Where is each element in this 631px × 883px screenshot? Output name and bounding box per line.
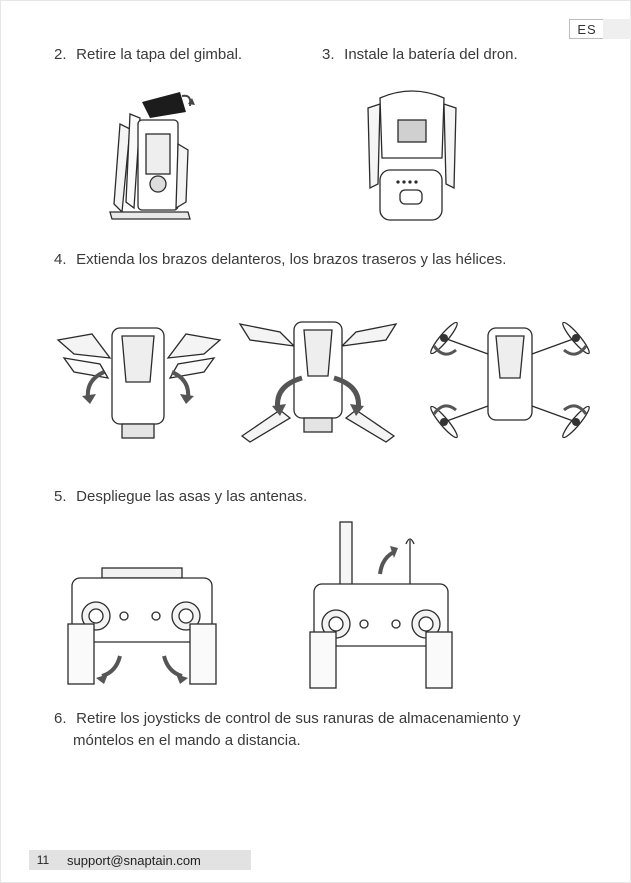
drone-propellers-illustration bbox=[420, 294, 600, 470]
step-number: 4. bbox=[54, 249, 72, 271]
step-2: 2. Retire la tapa del gimbal. bbox=[54, 44, 242, 66]
folded-drone-gimbal-illustration bbox=[100, 84, 200, 224]
step-text-continued: móntelos en el mando a distancia. bbox=[54, 730, 521, 752]
language-tab: ES bbox=[569, 19, 604, 39]
language-tab-bar bbox=[603, 19, 631, 39]
battery-install-illustration bbox=[362, 88, 462, 223]
drone-rear-arms-illustration bbox=[236, 318, 400, 444]
step-text: Extienda los brazos delanteros, los braz… bbox=[76, 251, 506, 268]
step-4: 4. Extienda los brazos delanteros, los b… bbox=[54, 249, 506, 271]
step-text: Retire los joysticks de control de sus r… bbox=[76, 710, 520, 727]
step-number: 6. bbox=[54, 708, 72, 730]
step-text: Instale la batería del dron. bbox=[344, 46, 517, 63]
step-number: 3. bbox=[322, 44, 340, 66]
support-email: support@snaptain.com bbox=[57, 853, 201, 868]
controller-handles-illustration bbox=[66, 564, 218, 688]
footer: 11 support@snaptain.com bbox=[29, 850, 251, 870]
step-6: 6. Retire los joysticks de control de su… bbox=[54, 708, 521, 752]
drone-front-arms-illustration bbox=[54, 322, 224, 442]
page-number: 11 bbox=[29, 853, 57, 867]
step-text: Retire la tapa del gimbal. bbox=[76, 46, 242, 63]
controller-antennas-illustration bbox=[306, 520, 456, 690]
step-number: 2. bbox=[54, 44, 72, 66]
step-number: 5. bbox=[54, 486, 72, 508]
step-3: 3. Instale la batería del dron. bbox=[322, 44, 518, 66]
step-text: Despliegue las asas y las antenas. bbox=[76, 488, 307, 505]
step-5: 5. Despliegue las asas y las antenas. bbox=[54, 486, 307, 508]
